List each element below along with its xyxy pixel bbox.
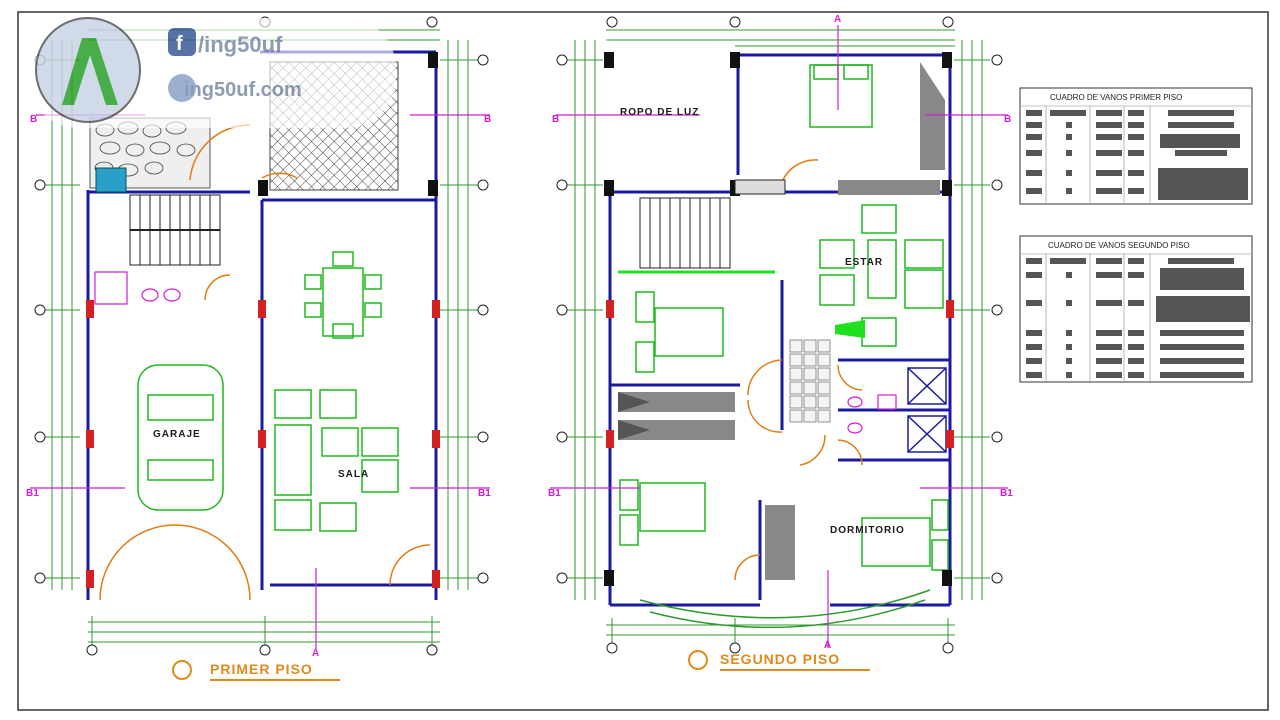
website-text: ing50uf.com [184,79,302,101]
section-tag-a-top-2: A [834,14,841,25]
openings-table-first-title: CUADRO DE VANOS PRIMER PISO [1050,93,1182,102]
openings-table-first: CUADRO DE VANOS PRIMER PISO [1019,87,1253,205]
dimension-lines-right-2 [954,40,990,600]
dining-table [304,251,382,339]
openings-table-second: CUADRO DE VANOS SEGUNDO PISO [1019,235,1253,383]
first-floor-title: PRIMER PISO [172,660,340,681]
watermark: f /ing50uf ing50uf.com [28,17,396,128]
dimension-lines-bottom-2 [606,618,955,645]
columns-2 [606,300,954,448]
globe-icon [168,74,196,102]
facebook-glyph: f [176,33,183,55]
closets [618,62,945,580]
dimension-lines-bottom [88,616,440,648]
staircase-2 [639,197,731,269]
car-outline [137,364,224,511]
bed-left-upper [635,291,724,373]
first-floor-title-text: PRIMER PISO [210,661,313,677]
section-lines-second [550,25,1008,648]
living-furniture [274,389,399,532]
second-floor-title: SEGUNDO PISO [688,650,870,671]
openings-table-second-title: CUADRO DE VANOS SEGUNDO PISO [1048,241,1190,250]
black-columns [258,52,438,196]
bed-top [809,64,873,128]
section-tag-a-bottom-2: A [824,640,831,651]
bed-left-lower [619,479,706,546]
exterior-walls-2 [608,53,952,607]
dimension-lines-right [440,40,478,590]
room-label-living: SALA [338,469,369,480]
dimension-lines-top-2 [606,29,955,47]
logo-mark [62,38,118,105]
room-label-garage: GARAJE [153,429,201,440]
shower-trays [907,367,947,453]
room-label-stair-hall: ESTAR [845,257,883,268]
black-columns-2 [604,52,952,586]
section-tag-b1-right: B1 [478,488,491,499]
bed-right-lower [861,499,949,571]
columns [86,300,440,588]
corridor-tiles [789,339,831,423]
second-floor-plan: ROPO DE LUZ ESTAR DORMITORIO B B B1 B1 A… [548,14,1013,671]
balcony-curves [639,589,931,629]
facebook-icon [168,28,196,56]
section-tag-b-left: B [30,114,37,125]
room-label-bedroom: DORMITORIO [830,525,905,536]
second-floor-title-text: SEGUNDO PISO [720,651,840,667]
section-tag-b-left-2: B [552,114,559,125]
logo-badge [35,17,141,123]
section-tag-a: A [312,648,319,659]
water-tank [95,167,127,193]
green-arrow [835,320,865,338]
section-tag-b-right: B [484,114,491,125]
first-floor-bathroom [94,271,181,305]
grid-bubbles-2 [556,16,1003,654]
section-tag-b1-left-2: B1 [548,488,561,499]
section-tag-b-right-2: B [1004,114,1011,125]
sheet-border [17,11,1269,711]
door-swings-2 [734,159,863,581]
staircase [129,194,221,266]
section-tag-b1-right-2: B1 [1000,488,1013,499]
facebook-handle: /ing50uf [198,32,283,57]
dimension-lines-left-2 [566,40,603,600]
second-floor-bathrooms [847,394,897,434]
section-tag-b1-left: B1 [26,488,39,499]
room-label-roof-top: ROPO DE LUZ [620,107,699,118]
